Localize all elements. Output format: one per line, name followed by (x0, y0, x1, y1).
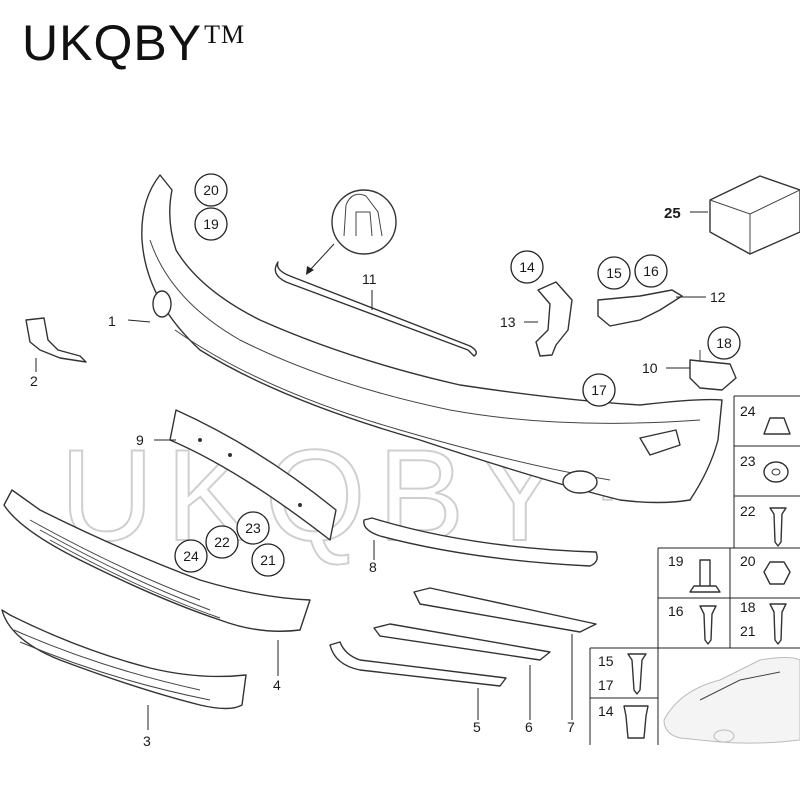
svg-text:14: 14 (519, 259, 535, 275)
bolt-icon (627, 653, 647, 695)
leader-line (127, 319, 151, 323)
callout-21: 21 (251, 543, 285, 577)
grille-slat (13, 629, 201, 691)
bolt-icon (623, 705, 649, 739)
label-11: 11 (362, 271, 377, 287)
callout-22: 22 (205, 525, 239, 559)
label-8: 8 (369, 559, 377, 575)
part-upper-trim-strip (274, 261, 477, 357)
brand-trademark: TM (204, 20, 246, 49)
label-3: 3 (143, 733, 151, 749)
hex-nut-icon (763, 561, 791, 585)
part-trim-strip-7 (413, 587, 597, 633)
grille-slat (19, 641, 211, 701)
label-6: 6 (525, 719, 533, 735)
clip-profile-detail (343, 193, 383, 237)
part-25-box (709, 175, 800, 255)
screw-icon (699, 605, 717, 645)
label-4: 4 (273, 677, 281, 693)
callout-16: 16 (634, 254, 668, 288)
callout-17: 17 (582, 373, 616, 407)
grille-mesh (39, 529, 211, 611)
cap-nut-icon (763, 417, 791, 435)
grid-label-21: 21 (740, 623, 756, 639)
grid-label-19: 19 (668, 553, 684, 569)
svg-text:17: 17 (591, 382, 607, 398)
svg-text:20: 20 (203, 182, 219, 198)
label-2: 2 (30, 373, 38, 389)
label-1: 1 (108, 313, 116, 329)
fog-light-hole-right (562, 470, 598, 494)
grid-label-15: 15 (598, 653, 614, 669)
callout-23: 23 (236, 511, 270, 545)
svg-text:21: 21 (260, 552, 276, 568)
label-25: 25 (664, 205, 681, 222)
washer-hole (771, 468, 781, 476)
svg-text:22: 22 (214, 534, 230, 550)
svg-text:16: 16 (643, 263, 659, 279)
car-location-sketch (663, 657, 800, 744)
bumper-lower-edge (174, 329, 611, 481)
screw-icon (769, 603, 787, 645)
callout-18: 18 (707, 326, 741, 360)
brand-logo: UKQBYTM (22, 18, 245, 68)
grid-label-22: 22 (740, 503, 756, 519)
grille-mesh (49, 539, 221, 619)
grid-label-23: 23 (740, 453, 756, 469)
grid-label-14: 14 (598, 703, 614, 719)
bumper-vent (639, 429, 681, 456)
mount-hole (228, 453, 232, 457)
grid-label-17: 17 (598, 677, 614, 693)
callout-15: 15 (597, 256, 631, 290)
label-5: 5 (473, 719, 481, 735)
screw-icon (769, 507, 787, 547)
grid-label-16: 16 (668, 603, 684, 619)
mount-hole (298, 503, 302, 507)
part-sensor-10 (689, 359, 737, 391)
box-edges (709, 189, 800, 254)
label-13: 13 (500, 314, 516, 330)
grille-mesh (29, 519, 201, 601)
callout-20: 20 (194, 173, 228, 207)
svg-text:18: 18 (716, 335, 732, 351)
callout-14: 14 (510, 250, 544, 284)
part-bracket-13 (535, 281, 573, 357)
part-bumper-cover (141, 174, 723, 504)
part-lower-trim-strip (363, 517, 598, 567)
svg-text:23: 23 (245, 520, 261, 536)
callout-24: 24 (174, 539, 208, 573)
car-wheel (713, 729, 735, 743)
brand-name: UKQBY (22, 15, 203, 71)
label-7: 7 (567, 719, 575, 735)
grid-label-18: 18 (740, 599, 756, 615)
arrowhead-icon (306, 266, 314, 275)
label-10: 10 (642, 360, 658, 376)
hardware-grid (589, 395, 800, 745)
grid-label-20: 20 (740, 553, 756, 569)
clip-nut-icon (689, 559, 721, 593)
part-upper-grille (3, 489, 311, 632)
grid-label-24: 24 (740, 403, 756, 419)
part-trim-strip-5 (329, 641, 507, 687)
leader-line-detail (309, 243, 335, 271)
label-9: 9 (136, 432, 144, 448)
part-small-bracket (25, 317, 87, 363)
svg-text:24: 24 (183, 548, 199, 564)
callout-19: 19 (194, 207, 228, 241)
part-bracket-12 (597, 289, 683, 327)
svg-text:19: 19 (203, 216, 219, 232)
part-lower-grille (1, 609, 247, 710)
bumper-crease (149, 239, 701, 424)
mount-hole (198, 438, 202, 442)
label-12: 12 (710, 289, 726, 305)
fog-light-hole-left (152, 290, 172, 318)
svg-text:15: 15 (606, 265, 622, 281)
part-trim-strip-6 (373, 623, 551, 661)
detail-magnifier (331, 189, 397, 255)
part-license-plate-base (169, 409, 337, 541)
